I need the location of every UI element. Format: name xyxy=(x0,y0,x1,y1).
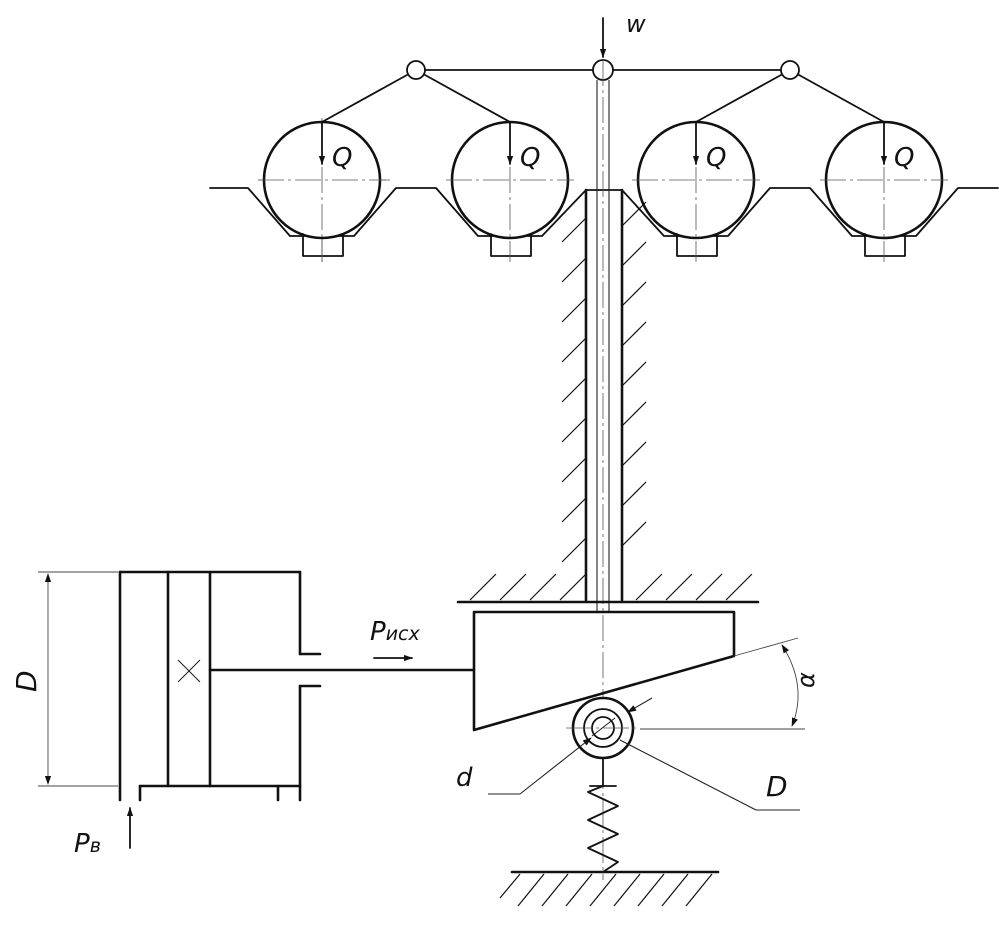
guide-column xyxy=(561,60,647,880)
ball-weight-3: Q xyxy=(632,120,760,262)
pivot-left xyxy=(406,60,426,80)
ball-weight-1: Q xyxy=(258,118,390,262)
label-q-3: Q xyxy=(706,143,726,173)
label-q-2: Q xyxy=(520,143,540,173)
top-linkage xyxy=(321,59,885,123)
label-d-cylinder: D xyxy=(10,670,43,692)
upper-support xyxy=(456,573,760,604)
spring xyxy=(499,757,720,907)
angle-dimension: α xyxy=(640,637,820,730)
cylinder-diameter-dimension: D xyxy=(10,571,118,787)
label-q-4: Q xyxy=(894,143,914,173)
arm-left-2 xyxy=(415,69,511,123)
label-d-small: d xyxy=(456,763,473,793)
ball-weights: Q Q Q Q xyxy=(258,118,948,262)
ball-weight-2: Q xyxy=(446,120,574,262)
label-q-1: Q xyxy=(332,143,352,173)
roller-bearing: d D xyxy=(456,696,800,811)
ball-weight-4: Q xyxy=(820,120,948,262)
pivot-right xyxy=(780,60,800,80)
pneumatic-cylinder xyxy=(118,570,476,802)
arm-right-1 xyxy=(695,69,791,123)
arm-left-1 xyxy=(321,69,417,123)
label-p-out: Pисх xyxy=(370,617,420,647)
label-d-ball: D xyxy=(766,770,788,803)
label-p-in: Pв xyxy=(74,829,101,859)
label-angle: α xyxy=(792,672,820,688)
label-w: w xyxy=(626,10,646,38)
arm-right-2 xyxy=(789,69,885,123)
